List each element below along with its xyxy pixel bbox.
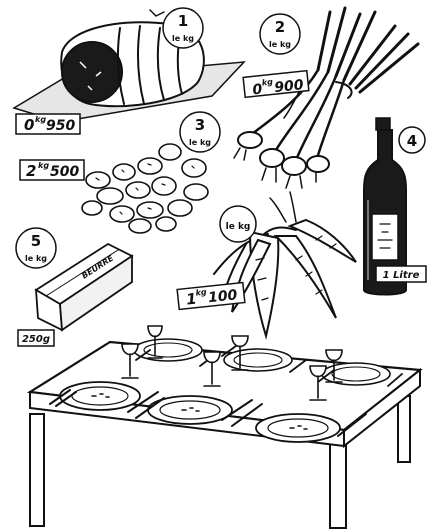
item-1-price-tag: 0 kg 950 bbox=[15, 113, 81, 135]
item-6-price-tag: 1 kg 100 bbox=[176, 281, 246, 311]
table-leg-front bbox=[329, 443, 347, 529]
item-1-price-sup: kg bbox=[35, 115, 46, 124]
item-2-number: 2 bbox=[275, 18, 285, 36]
item-6-price-g: 100 bbox=[207, 287, 238, 306]
wine-glass bbox=[147, 325, 163, 359]
item-5-unit-note: le kg bbox=[25, 254, 47, 263]
item-6-tag: le kg bbox=[219, 205, 257, 243]
item-3-tag: 3 le kg bbox=[179, 111, 221, 153]
item-1-price-g: 950 bbox=[46, 118, 75, 134]
item-5-number: 5 bbox=[31, 232, 41, 250]
item-2-unit-note: le kg bbox=[269, 40, 291, 49]
item-3-price-g: 500 bbox=[50, 164, 79, 180]
wine-glass bbox=[203, 351, 221, 387]
item-2-price-g: 900 bbox=[274, 77, 305, 96]
item-1-price-kg: 0 bbox=[24, 116, 34, 134]
wine-bottle-icon bbox=[363, 117, 407, 296]
wine-glass bbox=[231, 335, 249, 371]
item-2-tag: 2 le kg bbox=[259, 13, 301, 55]
item-2-price-kg: 0 bbox=[252, 81, 264, 98]
item-4-number: 4 bbox=[407, 132, 417, 150]
item-2-price-tag: 0 kg 900 bbox=[242, 69, 310, 98]
plate bbox=[255, 413, 341, 443]
item-3-price-tag: 2 kg 500 bbox=[19, 159, 85, 181]
leeks-icon bbox=[233, 6, 420, 189]
butter-icon: BEURRE bbox=[34, 242, 134, 332]
table-leg-right bbox=[397, 395, 411, 463]
item-4-volume: 1 Litre bbox=[383, 270, 420, 281]
item-1-unit-note: le kg bbox=[172, 34, 194, 43]
item-2-price-sup: kg bbox=[261, 77, 273, 87]
item-1-tag: 1 le kg bbox=[162, 7, 204, 49]
plate bbox=[223, 348, 293, 372]
item-5-weight: 250g bbox=[22, 334, 50, 345]
wine-glass bbox=[309, 365, 327, 401]
item-6-unit-note: le kg bbox=[226, 222, 251, 232]
item-3-price-sup: kg bbox=[38, 161, 49, 170]
item-3-number: 3 bbox=[195, 116, 205, 134]
item-5-weight-tag: 250g bbox=[17, 329, 55, 347]
item-1-number: 1 bbox=[178, 12, 188, 30]
wine-glass bbox=[325, 349, 343, 383]
item-3-unit-note: le kg bbox=[189, 138, 211, 147]
set-table-icon bbox=[26, 325, 423, 529]
item-5-tag: 5 le kg bbox=[15, 227, 57, 269]
table-leg-left bbox=[29, 413, 45, 527]
plate bbox=[133, 338, 203, 362]
item-4-volume-tag: 1 Litre bbox=[375, 265, 427, 283]
item-3-price-kg: 2 bbox=[26, 162, 36, 180]
item-6-price-sup: kg bbox=[195, 287, 207, 297]
wine-glass bbox=[121, 343, 139, 379]
potatoes-icon bbox=[81, 143, 209, 234]
item-6-price-kg: 1 bbox=[185, 290, 197, 309]
roast-meat-icon bbox=[12, 9, 246, 123]
item-4-tag: 4 bbox=[398, 126, 426, 154]
